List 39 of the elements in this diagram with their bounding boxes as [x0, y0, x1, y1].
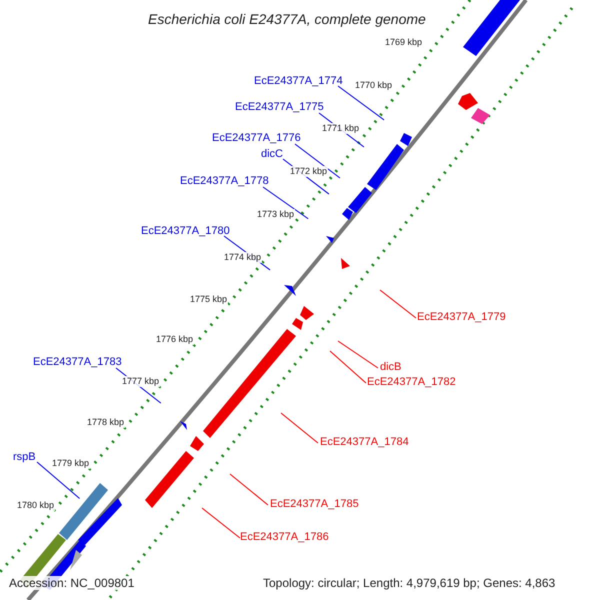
- title: Escherichia coli E24377A, complete genome: [148, 12, 426, 26]
- tick-label: 1777 kbp: [121, 376, 160, 387]
- gene-label: EcE24377A_1778: [180, 176, 269, 187]
- tick-label: 1771 kbp: [321, 123, 360, 134]
- gene-label: EcE24377A_1782: [367, 377, 456, 388]
- gene-label: EcE24377A_1785: [270, 499, 359, 510]
- gene-label: EcE24377A_1779: [417, 312, 506, 323]
- tick-label: 1770 kbp: [354, 80, 394, 91]
- tick-label: 1774 kbp: [223, 252, 262, 263]
- gene-label: EcE24377A_1783: [33, 357, 122, 368]
- gene-label: EcE24377A_1786: [240, 532, 329, 543]
- leader-line: [338, 86, 385, 120]
- tick-label: 1780 kbp: [16, 500, 56, 511]
- gene-label: rspB: [13, 452, 36, 463]
- gene-label: EcE24377A_1774: [254, 76, 343, 87]
- gene-label: EcE24377A_1776: [212, 133, 301, 144]
- leader-line: [380, 290, 416, 318]
- leader-line: [230, 474, 268, 506]
- leader-line: [338, 340, 378, 368]
- leader-line: [280, 412, 318, 444]
- tick-label: 1779 kbp: [51, 458, 90, 469]
- gene-label: dicB: [380, 362, 402, 373]
- gene-label: EcE24377A_1784: [320, 437, 409, 448]
- tick-label: 1773 kbp: [256, 209, 296, 220]
- gene-label: EcE24377A_1775: [235, 102, 324, 113]
- tick-label: 1772 kbp: [289, 166, 328, 177]
- accession-note: Accession: NC_009801: [8, 576, 136, 590]
- tick-label: 1775 kbp: [189, 294, 228, 305]
- genome-summary: Topology: circular; Length: 4,979,619 bp; Genes: 4,863: [262, 576, 556, 590]
- leader-line: [294, 144, 340, 179]
- tick-label: 1769 kbp: [384, 37, 424, 48]
- leader-line: [262, 186, 309, 220]
- tick-label: 1776 kbp: [155, 334, 194, 345]
- leader-line: [330, 350, 366, 384]
- gene-label: EcE24377A_1780: [141, 226, 230, 237]
- gene-label: dicC: [261, 149, 284, 160]
- tick-label: 1778 kbp: [86, 417, 126, 428]
- leader-line: [36, 462, 80, 499]
- leader-line: [202, 508, 240, 538]
